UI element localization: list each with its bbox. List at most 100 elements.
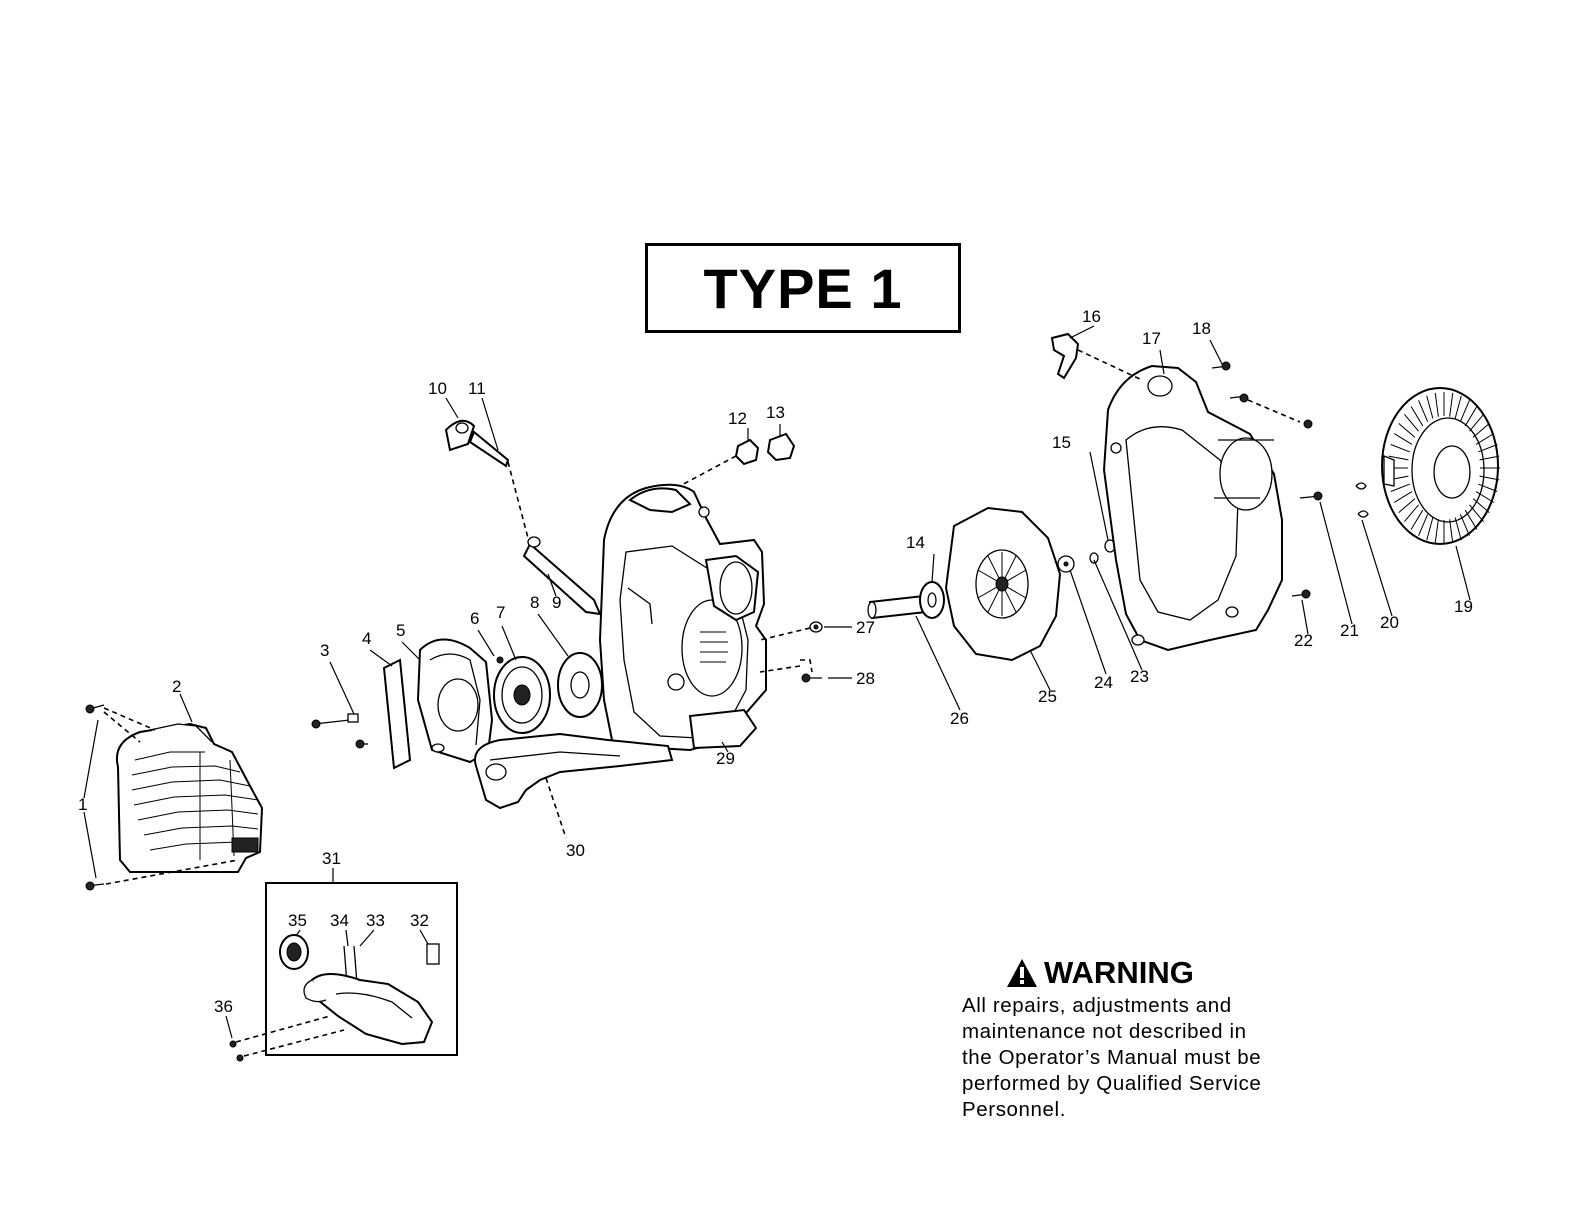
guard-spoke: [1454, 517, 1462, 541]
callout-35: 35: [288, 911, 307, 930]
guard-spoke: [1464, 509, 1478, 530]
callout-34: 34: [330, 911, 349, 930]
callout-30: 30: [566, 841, 585, 860]
part-housing-screws: [1211, 361, 1313, 429]
guard-spoke: [1434, 519, 1439, 544]
warning-line: performed by Qualified Service: [962, 1072, 1262, 1095]
guard-spoke: [1459, 400, 1470, 422]
guard-spoke: [1388, 455, 1409, 461]
warning-triangle-icon: [1007, 959, 1037, 987]
guard-spoke: [1418, 514, 1429, 536]
guard-spoke: [1393, 491, 1413, 503]
leader-lines: [83, 325, 1471, 1039]
callout-13: 13: [766, 403, 785, 422]
callout-5: 5: [396, 621, 405, 640]
callout-21: 21: [1340, 621, 1359, 640]
part-spark-plug-boot: [444, 419, 602, 616]
callout-23: 23: [1130, 667, 1149, 686]
diagram-title: TYPE 1: [703, 256, 903, 320]
part-stop-switch: [1050, 332, 1143, 381]
warning-line: maintenance not described in: [962, 1020, 1247, 1043]
warning-line: Personnel.: [962, 1098, 1067, 1121]
guard-spoke: [1390, 444, 1410, 453]
guard-spoke: [1472, 498, 1490, 514]
part-handle: [474, 732, 674, 839]
part-intake-guard: [1381, 387, 1500, 545]
callout-labels: 1 2 3 4 5 6 7 8 9 10 11 12 13 14 15 16 1…: [78, 307, 1473, 1016]
part-washer-nuts: [1057, 539, 1116, 573]
guard-spoke: [1410, 406, 1424, 427]
callout-18: 18: [1192, 319, 1211, 338]
callout-19: 19: [1454, 597, 1473, 616]
callout-4: 4: [362, 629, 371, 648]
guard-spoke: [1390, 483, 1410, 492]
diagram-title-box: TYPE 1: [645, 243, 961, 333]
guard-spoke: [1404, 504, 1419, 523]
part-starter-pulley: [493, 652, 603, 734]
part-shaft-and-spacer: [867, 581, 945, 620]
part-blower-housing: [1102, 364, 1283, 652]
callout-33: 33: [366, 911, 385, 930]
callout-16: 16: [1082, 307, 1101, 326]
guard-spoke: [1393, 433, 1413, 445]
callout-20: 20: [1380, 613, 1399, 632]
part-31-box: [229, 882, 458, 1062]
guard-spoke: [1464, 406, 1478, 427]
callout-10: 10: [428, 379, 447, 398]
callout-25: 25: [1038, 687, 1057, 706]
callout-24: 24: [1094, 673, 1113, 692]
callout-7: 7: [496, 603, 505, 622]
guard-spoke: [1479, 455, 1500, 461]
part-impeller: [944, 506, 1062, 662]
guard-spoke: [1434, 392, 1439, 417]
callout-9: 9: [552, 593, 561, 612]
warning-heading-text: WARNING: [1044, 955, 1194, 990]
part-carb-area: [311, 638, 494, 770]
guard-spoke: [1459, 514, 1470, 536]
warning-line: All repairs, adjustments and: [962, 994, 1232, 1017]
guard-spoke: [1404, 413, 1419, 432]
callout-32: 32: [410, 911, 429, 930]
guard-spoke: [1472, 422, 1490, 438]
callout-28: 28: [856, 669, 875, 688]
callout-29: 29: [716, 749, 735, 768]
part-housing-fasteners: [759, 621, 823, 683]
guard-spoke: [1426, 517, 1434, 541]
guard-spoke: [1469, 504, 1484, 523]
callout-1: 1: [78, 795, 87, 814]
guard-spoke: [1469, 413, 1484, 432]
warning-notice: WARNING All repairs, adjustments and mai…: [962, 955, 1322, 1123]
part-springs: [1355, 482, 1369, 518]
callout-14: 14: [906, 533, 925, 552]
callout-11: 11: [468, 379, 486, 398]
callout-36: 36: [214, 997, 233, 1016]
guard-spoke: [1418, 400, 1429, 422]
callout-26: 26: [950, 709, 969, 728]
guard-spoke: [1478, 483, 1498, 492]
guard-spoke: [1410, 509, 1424, 530]
callout-12: 12: [728, 409, 747, 428]
guard-spoke: [1475, 491, 1495, 503]
callout-22: 22: [1294, 631, 1313, 650]
guard-spoke: [1398, 498, 1416, 514]
callout-31: 31: [322, 849, 341, 868]
callout-2: 2: [172, 677, 181, 696]
warning-text: All repairs, adjustments and maintenance…: [962, 993, 1322, 1123]
warning-heading: WARNING: [1006, 955, 1322, 991]
guard-spoke: [1454, 395, 1462, 419]
warning-line: the Operator’s Manual must be: [962, 1046, 1262, 1069]
part-grommets: [675, 432, 796, 489]
part-main-housing: [598, 483, 767, 754]
callout-8: 8: [530, 593, 539, 612]
callout-15: 15: [1052, 433, 1071, 452]
callout-27: 27: [856, 618, 875, 637]
part-engine-cover: [116, 722, 264, 873]
guard-spoke: [1479, 475, 1500, 481]
part-cover-screws: [85, 704, 239, 891]
callout-17: 17: [1142, 329, 1161, 348]
guard-spoke: [1475, 433, 1495, 445]
callout-3: 3: [320, 641, 329, 660]
guard-spoke: [1426, 395, 1434, 419]
guard-spoke: [1449, 392, 1454, 417]
